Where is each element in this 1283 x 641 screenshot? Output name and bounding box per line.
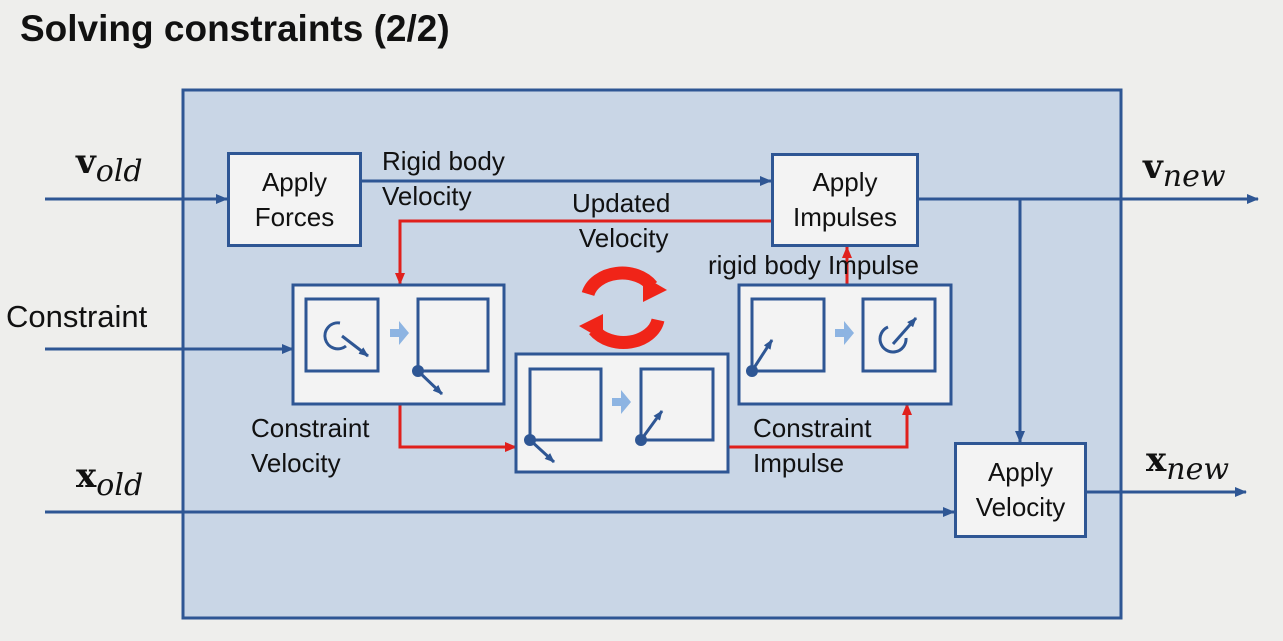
updated-velocity-line2: Velocity <box>578 223 669 253</box>
page-title: Solving constraints (2/2) <box>20 8 450 49</box>
apply-velocity-box: Apply Velocity <box>954 442 1087 538</box>
x-new-symbol: x <box>1146 440 1167 480</box>
iteration-arrows <box>395 219 912 452</box>
point-velocity-icon <box>528 438 556 464</box>
rigid-body-velocity-line2: Velocity <box>382 181 472 211</box>
rigid-body-impulse-block <box>737 283 953 406</box>
x-new-label: xnew <box>1146 440 1229 487</box>
constraint-solve-block <box>514 352 730 474</box>
v-new-label: vnew <box>1143 147 1226 194</box>
x-old-symbol: x <box>76 456 97 496</box>
step-arrow-icon <box>835 321 854 345</box>
apply-impulses-line2: Impulses <box>792 202 898 232</box>
rigid-body-velocity-line1: Rigid body <box>382 146 505 176</box>
apply-velocity-line1: Apply <box>987 457 1054 487</box>
v-old-label: vold <box>76 142 143 189</box>
constraint-velocity-label: Constraint Velocity <box>251 411 370 481</box>
constraint-velocity-block <box>291 283 506 406</box>
x-old-subscript: old <box>96 468 144 503</box>
constraint-velocity-line1: Constraint <box>251 413 370 443</box>
v-old-subscript: old <box>95 154 143 189</box>
constraint-impulse-line1: Constraint <box>753 413 872 443</box>
cycle-icon <box>579 266 667 349</box>
apply-forces-box: Apply Forces <box>227 152 362 247</box>
constraint-impulse-label: Constraint Impulse <box>753 411 872 481</box>
updated-velocity-line1: Updated <box>572 188 671 218</box>
flow-arrows <box>45 176 1259 517</box>
x-old-label: xold <box>76 456 143 503</box>
v-new-subscript: new <box>1162 159 1226 194</box>
rigid-body-velocity-label: Rigid body Velocity <box>382 144 505 214</box>
apply-velocity-line2: Velocity <box>975 492 1066 522</box>
apply-impulses-line1: Apply <box>812 167 878 197</box>
apply-forces-line2: Forces <box>254 201 335 232</box>
point-impulse-icon <box>750 339 774 372</box>
apply-forces-line1: Apply <box>261 166 328 197</box>
x-new-subscript: new <box>1166 452 1230 487</box>
angular-impulse-icon <box>891 317 918 345</box>
rotation-icon <box>878 325 908 354</box>
velocity-vector-icon <box>341 334 369 358</box>
constraint-impulse-arrow <box>729 403 912 449</box>
apply-impulses-box: Apply Impulses <box>771 153 919 247</box>
constraint-impulse-line2: Impulse <box>753 448 845 478</box>
constraint-velocity-line2: Velocity <box>251 448 341 478</box>
rigid-body-impulse-label: rigid body Impulse <box>708 250 919 280</box>
constraint-input-label: Constraint <box>6 299 148 334</box>
updated-velocity-arrow <box>395 219 771 285</box>
v-new-symbol: v <box>1143 147 1163 187</box>
v-old-symbol: v <box>76 142 96 182</box>
updated-velocity-label: Updated Velocity <box>572 186 670 256</box>
step-arrow-icon <box>612 390 631 414</box>
rotation-icon <box>323 321 347 351</box>
step-arrow-icon <box>390 321 409 345</box>
point-impulse-icon <box>639 410 664 441</box>
point-velocity-icon <box>416 369 444 396</box>
constraint-velocity-arrow <box>398 405 517 452</box>
